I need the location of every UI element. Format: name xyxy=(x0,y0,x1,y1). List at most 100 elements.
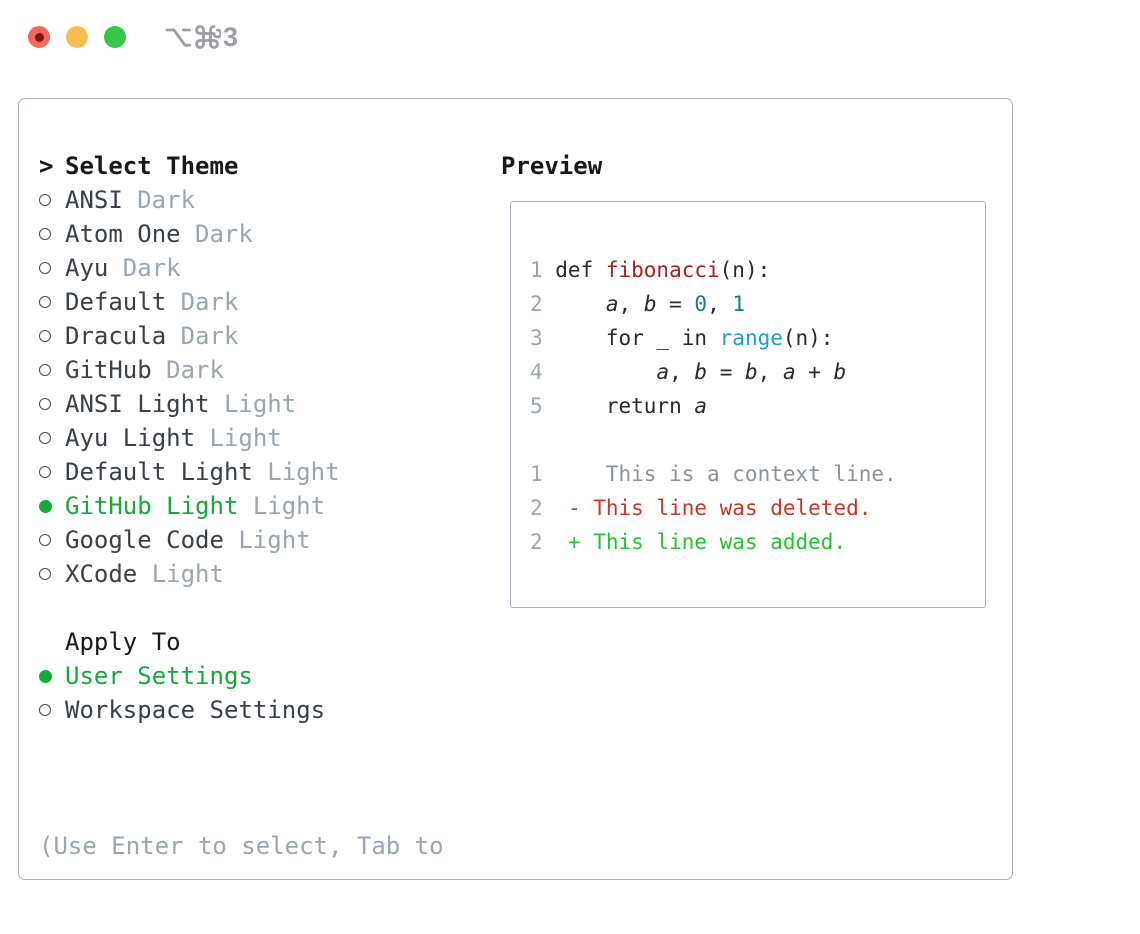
theme-name: GitHub xyxy=(65,356,152,384)
theme-variant-tag: Light xyxy=(209,424,282,452)
radio-icon xyxy=(39,398,51,410)
theme-row[interactable]: Default Light Light xyxy=(39,455,444,489)
apply-option-row[interactable]: User Settings xyxy=(39,659,444,693)
radio-icon xyxy=(39,704,51,716)
line-number: 5 xyxy=(530,394,543,418)
minimize-button[interactable] xyxy=(66,26,88,48)
code-content: a, b = b, a + b xyxy=(656,360,847,384)
command-key-icon xyxy=(193,23,221,51)
radio-icon xyxy=(39,194,51,206)
theme-variant-tag: Light xyxy=(267,458,340,486)
radio-icon xyxy=(39,568,51,580)
theme-variant-tag: Light xyxy=(223,390,297,418)
theme-list-header: > Select Theme xyxy=(39,149,444,183)
theme-row[interactable]: ANSI Dark xyxy=(39,183,444,217)
option-key-icon xyxy=(164,23,192,51)
theme-column: > Select Theme ANSI Dark Atom One Dark A… xyxy=(39,149,444,934)
line-number: 2 xyxy=(530,292,543,316)
apply-to-section: Apply To User Settings Workspace Setting… xyxy=(39,625,444,727)
line-number: 4 xyxy=(530,360,543,384)
theme-row[interactable]: Ayu Light Light xyxy=(39,421,444,455)
apply-option-row[interactable]: Workspace Settings xyxy=(39,693,444,727)
code-line: 2 a, b = 0, 1 xyxy=(530,287,985,321)
apply-option-label: User Settings xyxy=(65,662,253,690)
theme-row[interactable]: ANSI Light Light xyxy=(39,387,444,421)
radio-icon xyxy=(39,330,51,342)
code-content: This is a context line. xyxy=(555,462,897,486)
radio-icon xyxy=(39,466,51,478)
titlebar: 3 xyxy=(0,0,1140,74)
radio-selected-icon xyxy=(39,669,52,683)
theme-row[interactable]: Dracula Dark xyxy=(39,319,444,353)
code-block: 1 def fibonacci(n): 2 a, b = 0, 1 3 for … xyxy=(530,253,985,559)
theme-variant-tag: Dark xyxy=(180,288,239,316)
apply-option-label: Workspace Settings xyxy=(65,696,326,724)
theme-row[interactable]: GitHub Light Light xyxy=(39,489,444,523)
apply-to-list: User Settings Workspace Settings xyxy=(39,659,444,727)
code-line: 2 - This line was deleted. xyxy=(530,491,985,525)
theme-name: ANSI Light xyxy=(65,390,210,418)
theme-name: Dracula xyxy=(65,322,167,350)
radio-icon xyxy=(39,228,51,240)
code-content: def fibonacci(n): xyxy=(555,258,771,282)
theme-variant-tag: Dark xyxy=(122,254,181,282)
theme-variant-tag: Dark xyxy=(137,186,196,214)
close-button[interactable] xyxy=(28,26,50,48)
radio-icon xyxy=(39,364,51,376)
close-dot-icon xyxy=(34,32,44,42)
theme-list: ANSI Dark Atom One Dark Ayu Dark Default… xyxy=(39,183,444,591)
help-line-1: (Use Enter to select, Tab to xyxy=(39,832,444,860)
shortcut-number: 3 xyxy=(223,21,239,52)
theme-row[interactable]: GitHub Dark xyxy=(39,353,444,387)
radio-selected-icon xyxy=(39,499,52,513)
radio-icon xyxy=(39,432,51,444)
help-text: (Use Enter to select, Tab to change focu… xyxy=(39,761,444,934)
apply-to-header: Apply To xyxy=(39,625,444,659)
theme-name: GitHub Light xyxy=(65,492,239,520)
theme-name: Atom One xyxy=(65,220,181,248)
theme-name: ANSI xyxy=(65,186,123,214)
code-line: 4 a, b = b, a + b xyxy=(530,355,985,389)
cursor-arrow-icon: > xyxy=(39,152,54,180)
code-content: + This line was added. xyxy=(567,530,847,554)
theme-name: XCode xyxy=(65,560,138,588)
radio-icon xyxy=(39,534,51,546)
theme-selector-panel: > Select Theme ANSI Dark Atom One Dark A… xyxy=(18,98,1013,880)
zoom-button[interactable] xyxy=(104,26,126,48)
theme-name: Default xyxy=(65,288,167,316)
theme-variant-tag: Light xyxy=(252,492,326,520)
code-line: 2 + This line was added. xyxy=(530,525,985,559)
line-number: 1 xyxy=(530,462,543,486)
theme-variant-tag: Dark xyxy=(166,356,224,384)
theme-row[interactable]: XCode Light xyxy=(39,557,444,591)
line-number: 2 xyxy=(530,530,543,554)
theme-name: Google Code xyxy=(65,526,224,554)
theme-row[interactable]: Default Dark xyxy=(39,285,444,319)
code-line: 3 for _ in range(n): xyxy=(530,321,985,355)
radio-icon xyxy=(39,296,51,308)
preview-title: Preview xyxy=(501,152,603,180)
code-line: 1 def fibonacci(n): xyxy=(530,253,985,287)
line-number: 3 xyxy=(530,326,543,350)
theme-name: Default Light xyxy=(65,458,253,486)
theme-variant-tag: Dark xyxy=(180,322,239,350)
theme-row[interactable]: Atom One Dark xyxy=(39,217,444,251)
code-content: - This line was deleted. xyxy=(567,496,872,520)
preview-box: 1 def fibonacci(n): 2 a, b = 0, 1 3 for … xyxy=(510,201,986,608)
code-content: return a xyxy=(555,394,708,418)
theme-name: Ayu Light xyxy=(65,424,196,452)
theme-list-title: Select Theme xyxy=(65,152,239,180)
line-number: 2 xyxy=(530,496,543,520)
line-number: 1 xyxy=(530,258,543,282)
theme-row[interactable]: Google Code Light xyxy=(39,523,444,557)
theme-name: Ayu xyxy=(65,254,109,282)
window-shortcut: 3 xyxy=(164,23,238,51)
theme-variant-tag: Light xyxy=(151,560,224,588)
code-line xyxy=(530,423,985,457)
theme-variant-tag: Dark xyxy=(195,220,253,248)
code-content: a, b = 0, 1 xyxy=(605,292,746,316)
code-line: 5 return a xyxy=(530,389,985,423)
theme-row[interactable]: Ayu Dark xyxy=(39,251,444,285)
radio-icon xyxy=(39,262,51,274)
